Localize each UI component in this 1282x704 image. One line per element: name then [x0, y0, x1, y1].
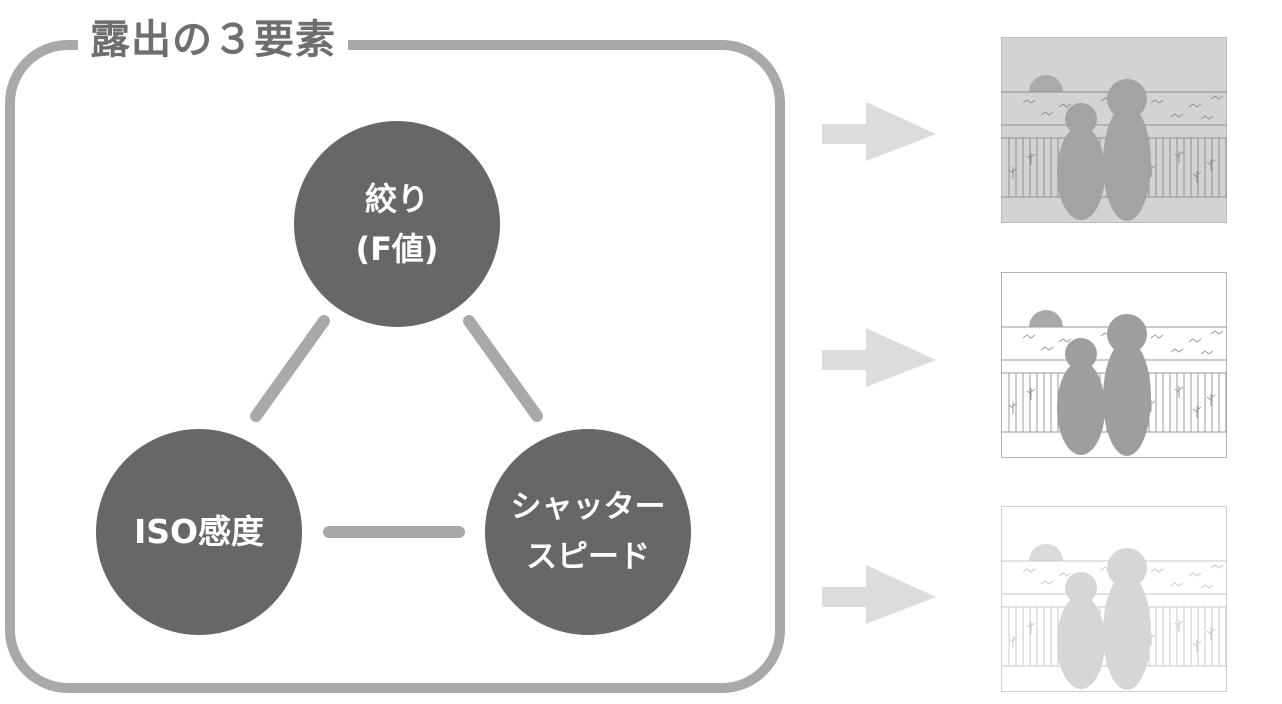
wave-mark — [1188, 103, 1202, 108]
connector-aperture-iso — [250, 315, 330, 422]
plant-mark — [1192, 171, 1202, 183]
wave-mark — [1150, 568, 1164, 573]
connector-aperture-shutter — [463, 315, 543, 422]
arrow-right-icon — [822, 102, 936, 161]
wave-mark — [1022, 568, 1036, 573]
person-head — [1065, 572, 1097, 604]
plant-mark — [1174, 151, 1184, 163]
node-aperture-sublabel: (F値) — [355, 230, 439, 268]
wave-mark — [1188, 572, 1202, 577]
wave-mark — [1150, 99, 1164, 104]
wave-mark — [1200, 115, 1214, 120]
node-shutter: シャッター スピード — [485, 429, 691, 635]
person-body — [1103, 574, 1151, 690]
plant-mark — [1192, 406, 1202, 418]
person-body — [1057, 595, 1105, 689]
person-head — [1065, 103, 1097, 135]
plant-mark — [1008, 167, 1018, 179]
node-aperture: 絞り (F値) — [294, 121, 500, 327]
result-thumbnail-dark — [1001, 37, 1227, 223]
sun-shape — [1029, 544, 1063, 561]
person-head — [1065, 338, 1097, 370]
person-head — [1107, 314, 1147, 354]
node-iso: ISO感度 — [96, 429, 302, 635]
node-iso-label: ISO感度 — [133, 512, 265, 551]
wave-mark — [1040, 111, 1054, 116]
node-aperture-label: 絞り — [364, 180, 429, 218]
wave-mark — [1210, 330, 1224, 335]
wave-mark — [1058, 103, 1072, 108]
wave-mark — [1058, 338, 1072, 343]
person-body — [1057, 361, 1105, 455]
plant-mark — [1008, 636, 1018, 648]
person-body — [1103, 340, 1151, 456]
plant-mark — [1026, 388, 1036, 400]
wave-mark — [1210, 564, 1224, 569]
diagram-title: 露出の３要素 — [78, 12, 348, 68]
diagram-frame — [5, 40, 785, 693]
wave-mark — [1022, 99, 1036, 104]
plant-mark — [1206, 159, 1216, 171]
person-head — [1107, 79, 1147, 119]
wave-mark — [1040, 346, 1054, 351]
wave-mark — [1200, 584, 1214, 589]
sun-shape — [1029, 75, 1063, 92]
person-body — [1057, 126, 1105, 220]
wave-mark — [1150, 334, 1164, 339]
node-shutter-sublabel: スピード — [526, 539, 650, 575]
plant-mark — [1174, 386, 1184, 398]
plant-mark — [1192, 640, 1202, 652]
wave-mark — [1188, 338, 1202, 343]
wave-mark — [1022, 334, 1036, 339]
plant-mark — [1206, 394, 1216, 406]
result-thumbnail-normal — [1001, 272, 1227, 458]
arrow-right-icon — [822, 328, 936, 387]
plant-mark — [1008, 402, 1018, 414]
plant-mark — [1026, 153, 1036, 165]
result-thumbnail-bright — [1001, 506, 1227, 692]
plant-mark — [1206, 628, 1216, 640]
person-body — [1103, 105, 1151, 221]
wave-mark — [1040, 580, 1054, 585]
person-head — [1107, 548, 1147, 588]
wave-mark — [1058, 572, 1072, 577]
wave-mark — [1170, 582, 1184, 587]
arrow-right-icon — [822, 565, 936, 624]
plant-mark — [1026, 622, 1036, 634]
wave-mark — [1170, 348, 1184, 353]
sun-shape — [1029, 310, 1063, 327]
node-shutter-label: シャッター — [510, 489, 666, 525]
wave-mark — [1170, 113, 1184, 118]
wave-mark — [1200, 350, 1214, 355]
plant-mark — [1174, 620, 1184, 632]
wave-mark — [1210, 95, 1224, 100]
